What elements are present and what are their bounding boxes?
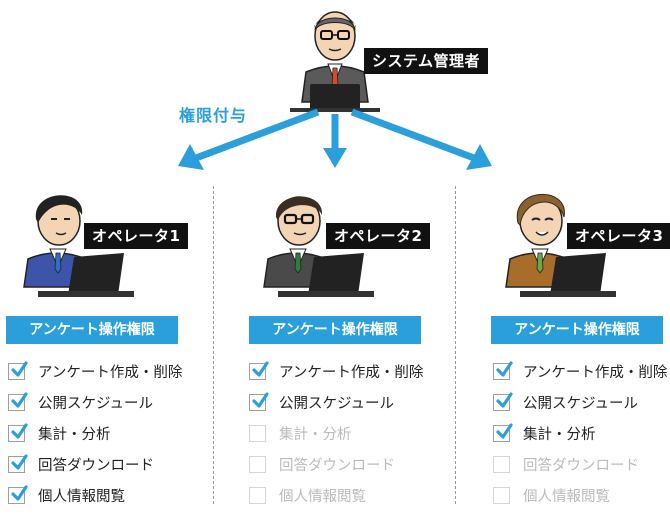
permission-label: アンケート作成・削除 <box>523 365 668 381</box>
operator-3-label: オペレータ3 <box>567 223 670 249</box>
checkbox[interactable] <box>493 392 513 411</box>
permission-label: 公開スケジュール <box>279 396 394 412</box>
permission-label: 個人情報閲覧 <box>523 489 610 505</box>
permission-item[interactable]: アンケート作成・削除 <box>249 361 424 393</box>
permission-item[interactable]: 公開スケジュール <box>8 392 182 424</box>
operator-1-label: オペレータ1 <box>84 223 189 249</box>
permission-item[interactable]: 個人情報閲覧 <box>493 486 667 517</box>
checkbox[interactable] <box>493 423 513 442</box>
checkbox[interactable] <box>8 454 28 473</box>
checkbox[interactable] <box>8 361 28 380</box>
checkbox[interactable] <box>249 361 269 380</box>
check-icon <box>11 485 28 501</box>
check-icon <box>252 361 269 377</box>
permission-item[interactable]: 回答ダウンロード <box>249 455 423 486</box>
checkbox[interactable] <box>249 425 266 442</box>
checkbox[interactable] <box>8 423 28 442</box>
permission-label: 回答ダウンロード <box>279 458 395 474</box>
permission-label: 回答ダウンロード <box>523 458 639 474</box>
checkbox[interactable] <box>493 361 513 380</box>
checkbox[interactable] <box>8 392 28 411</box>
grant-label: 権限付与 <box>179 106 248 125</box>
checkbox[interactable] <box>249 456 266 473</box>
permission-item[interactable]: 回答ダウンロード <box>8 454 182 486</box>
checkbox[interactable] <box>249 392 269 411</box>
permission-label: 個人情報閲覧 <box>279 489 366 505</box>
operator-1-permission-list: アンケート作成・削除 公開スケジュール 集計・分析 回答ダウンロード 個人情報閲… <box>8 361 183 517</box>
permission-item[interactable]: アンケート作成・削除 <box>8 361 183 393</box>
permission-label: 回答ダウンロード <box>38 458 154 474</box>
permission-item[interactable]: 公開スケジュール <box>493 392 667 424</box>
permission-label: アンケート作成・削除 <box>38 365 183 381</box>
permission-label: 公開スケジュール <box>523 396 638 412</box>
permission-item[interactable]: 回答ダウンロード <box>493 455 667 486</box>
check-icon <box>11 361 28 377</box>
checkbox[interactable] <box>249 487 266 504</box>
check-icon <box>11 392 28 408</box>
permission-item[interactable]: アンケート作成・削除 <box>493 361 668 393</box>
permission-label: 公開スケジュール <box>38 396 153 412</box>
column-divider <box>213 186 214 504</box>
operator-1-avatar <box>23 195 134 297</box>
check-icon <box>496 361 513 377</box>
check-icon <box>252 392 269 408</box>
operator-2-label: オペレータ2 <box>326 223 431 249</box>
permission-label: アンケート作成・削除 <box>279 365 424 381</box>
operator-1-permissions-title: アンケート操作権限 <box>6 316 178 344</box>
permission-item[interactable]: 公開スケジュール <box>249 392 423 424</box>
checkbox[interactable] <box>493 487 510 504</box>
check-icon <box>496 423 513 439</box>
operator-3-permission-list: アンケート作成・削除 公開スケジュール 集計・分析 回答ダウンロード 個人情報閲… <box>493 361 668 517</box>
check-icon <box>11 423 28 439</box>
permission-item[interactable]: 個人情報閲覧 <box>8 485 182 517</box>
permission-label: 集計・分析 <box>38 427 111 443</box>
operator-3-permissions-title: アンケート操作権限 <box>491 316 663 344</box>
permission-item[interactable]: 個人情報閲覧 <box>249 486 423 517</box>
operator-2-avatar <box>263 196 374 297</box>
admin-avatar <box>290 11 380 112</box>
admin-label: システム管理者 <box>364 48 489 74</box>
column-divider <box>455 186 456 504</box>
grant-arrows <box>178 108 492 170</box>
permission-label: 個人情報閲覧 <box>38 489 125 505</box>
permission-item[interactable]: 集計・分析 <box>8 423 182 455</box>
check-icon <box>11 454 28 470</box>
permission-item[interactable]: 集計・分析 <box>493 423 667 455</box>
permission-label: 集計・分析 <box>279 427 352 443</box>
permission-label: 集計・分析 <box>523 427 596 443</box>
operator-3-avatar <box>505 194 616 297</box>
check-icon <box>496 392 513 408</box>
operator-2-permission-list: アンケート作成・削除 公開スケジュール 集計・分析 回答ダウンロード 個人情報閲… <box>249 361 424 517</box>
operator-2-permissions-title: アンケート操作権限 <box>249 316 421 344</box>
permission-item[interactable]: 集計・分析 <box>249 424 423 455</box>
checkbox[interactable] <box>8 485 28 504</box>
checkbox[interactable] <box>493 456 510 473</box>
